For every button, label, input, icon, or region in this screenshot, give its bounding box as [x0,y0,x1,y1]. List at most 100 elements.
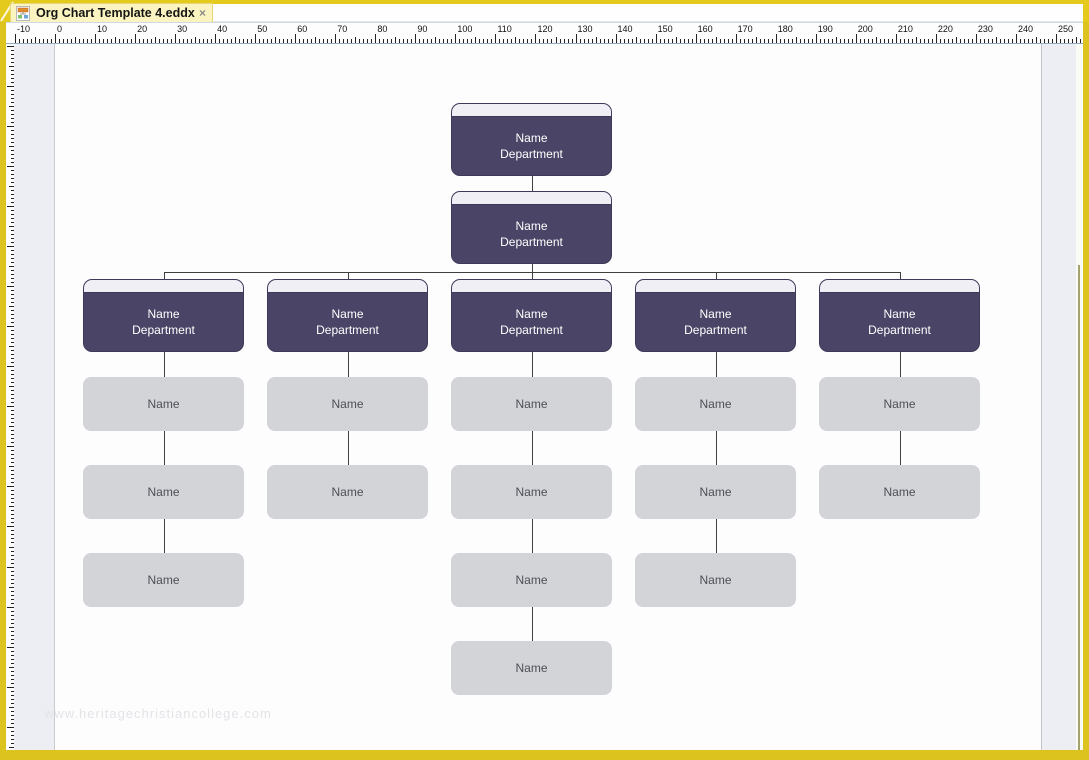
ruler-tick [9,426,14,428]
org-node-header-strip [268,280,427,293]
ruler-tick [1039,39,1041,43]
ruler-tick [663,39,665,43]
ruler-number: 100 [457,24,473,34]
ruler-tick [11,418,14,420]
ruler-tick [595,37,597,43]
ruler-tick [11,130,14,132]
org-node-person[interactable]: Name [267,377,428,431]
ruler-tick [379,39,381,43]
ruler-tick [951,39,953,43]
ruler-tick [279,39,281,43]
ruler-tick [7,46,14,47]
org-node-person[interactable]: Name [83,377,244,431]
ruler-tick [11,542,14,544]
ruler-tick [887,39,889,43]
ruler-tick [983,39,985,43]
ruler-tick [311,39,313,43]
ruler-tick [11,694,14,696]
ruler-tick [767,39,769,43]
vertical-scrollbar[interactable] [1076,44,1083,750]
ruler-tick [11,94,14,96]
org-node-person[interactable]: Name [83,465,244,519]
tab-close-icon[interactable]: × [198,6,206,20]
ruler-tick [11,718,14,720]
ruler-tick [735,34,737,43]
ruler-tick [7,726,14,728]
org-node-person[interactable]: Name [451,641,612,695]
ruler-tick [739,39,741,43]
org-node-name-line: Name [699,307,732,321]
ruler-tick [11,98,14,100]
ruler-tick [227,39,229,43]
ruler-tick [11,402,14,404]
ruler-corner [6,22,14,44]
ruler-tick [143,39,145,43]
ruler-tick [18,39,20,43]
ruler-tick [11,222,14,224]
document-tab[interactable]: Org Chart Template 4.eddx × [10,3,213,22]
ruler-tick [727,39,729,43]
org-node-person[interactable]: Name [451,553,612,607]
ruler-tick [219,39,221,43]
ruler-tick [147,39,149,43]
org-node-person[interactable]: Name [83,553,244,607]
ruler-tick [351,39,353,43]
ruler-tick [11,414,14,416]
org-node-person[interactable]: Name [635,465,796,519]
org-node-person[interactable]: Name [635,553,796,607]
ruler-tick [627,39,629,43]
ruler-tick [439,39,441,43]
ruler-tick [22,39,24,43]
connector-line [531,431,533,465]
org-node-person[interactable]: Name [451,465,612,519]
ruler-tick [11,150,14,152]
org-node-dept-line: Department [868,323,931,337]
org-node-dept-line: Department [132,323,195,337]
ruler-tick [1047,39,1049,43]
ruler-number: 20 [137,24,148,34]
ruler-tick [1035,37,1037,43]
org-node-name-line: Name [515,307,548,321]
ruler-tick [1056,34,1057,43]
ruler-tick [443,39,445,43]
connector-line [163,272,165,279]
ruler-tick [427,39,429,43]
ruler-tick [935,34,937,43]
ruler-tick [243,39,245,43]
org-node-person[interactable]: Name [451,377,612,431]
ruler-tick [131,39,133,43]
ruler-tick [11,442,14,444]
ruler-tick [419,39,421,43]
ruler-tick [11,550,14,552]
ruler-tick [11,642,14,644]
ruler-tick [307,39,309,43]
ruler-tick [9,746,14,748]
ruler-tick [407,39,409,43]
ruler-tick [99,39,101,43]
ruler-tick [523,39,525,43]
org-node-name-line: Name [331,307,364,321]
ruler-tick [11,338,14,340]
org-node-person[interactable]: Name [819,465,980,519]
ruler-tick [979,39,981,43]
ruler-tick [91,39,93,43]
org-node-person[interactable]: Name [635,377,796,431]
org-node-person[interactable]: Name [819,377,980,431]
ruler-tick [267,39,269,43]
vertical-scrollbar-thumb[interactable] [1078,265,1080,750]
ruler-tick [803,39,805,43]
org-node-person[interactable]: Name [267,465,428,519]
ruler-tick [1051,39,1053,43]
ruler-tick [14,34,16,43]
ruler-tick [11,650,14,652]
ruler-tick [11,638,14,640]
